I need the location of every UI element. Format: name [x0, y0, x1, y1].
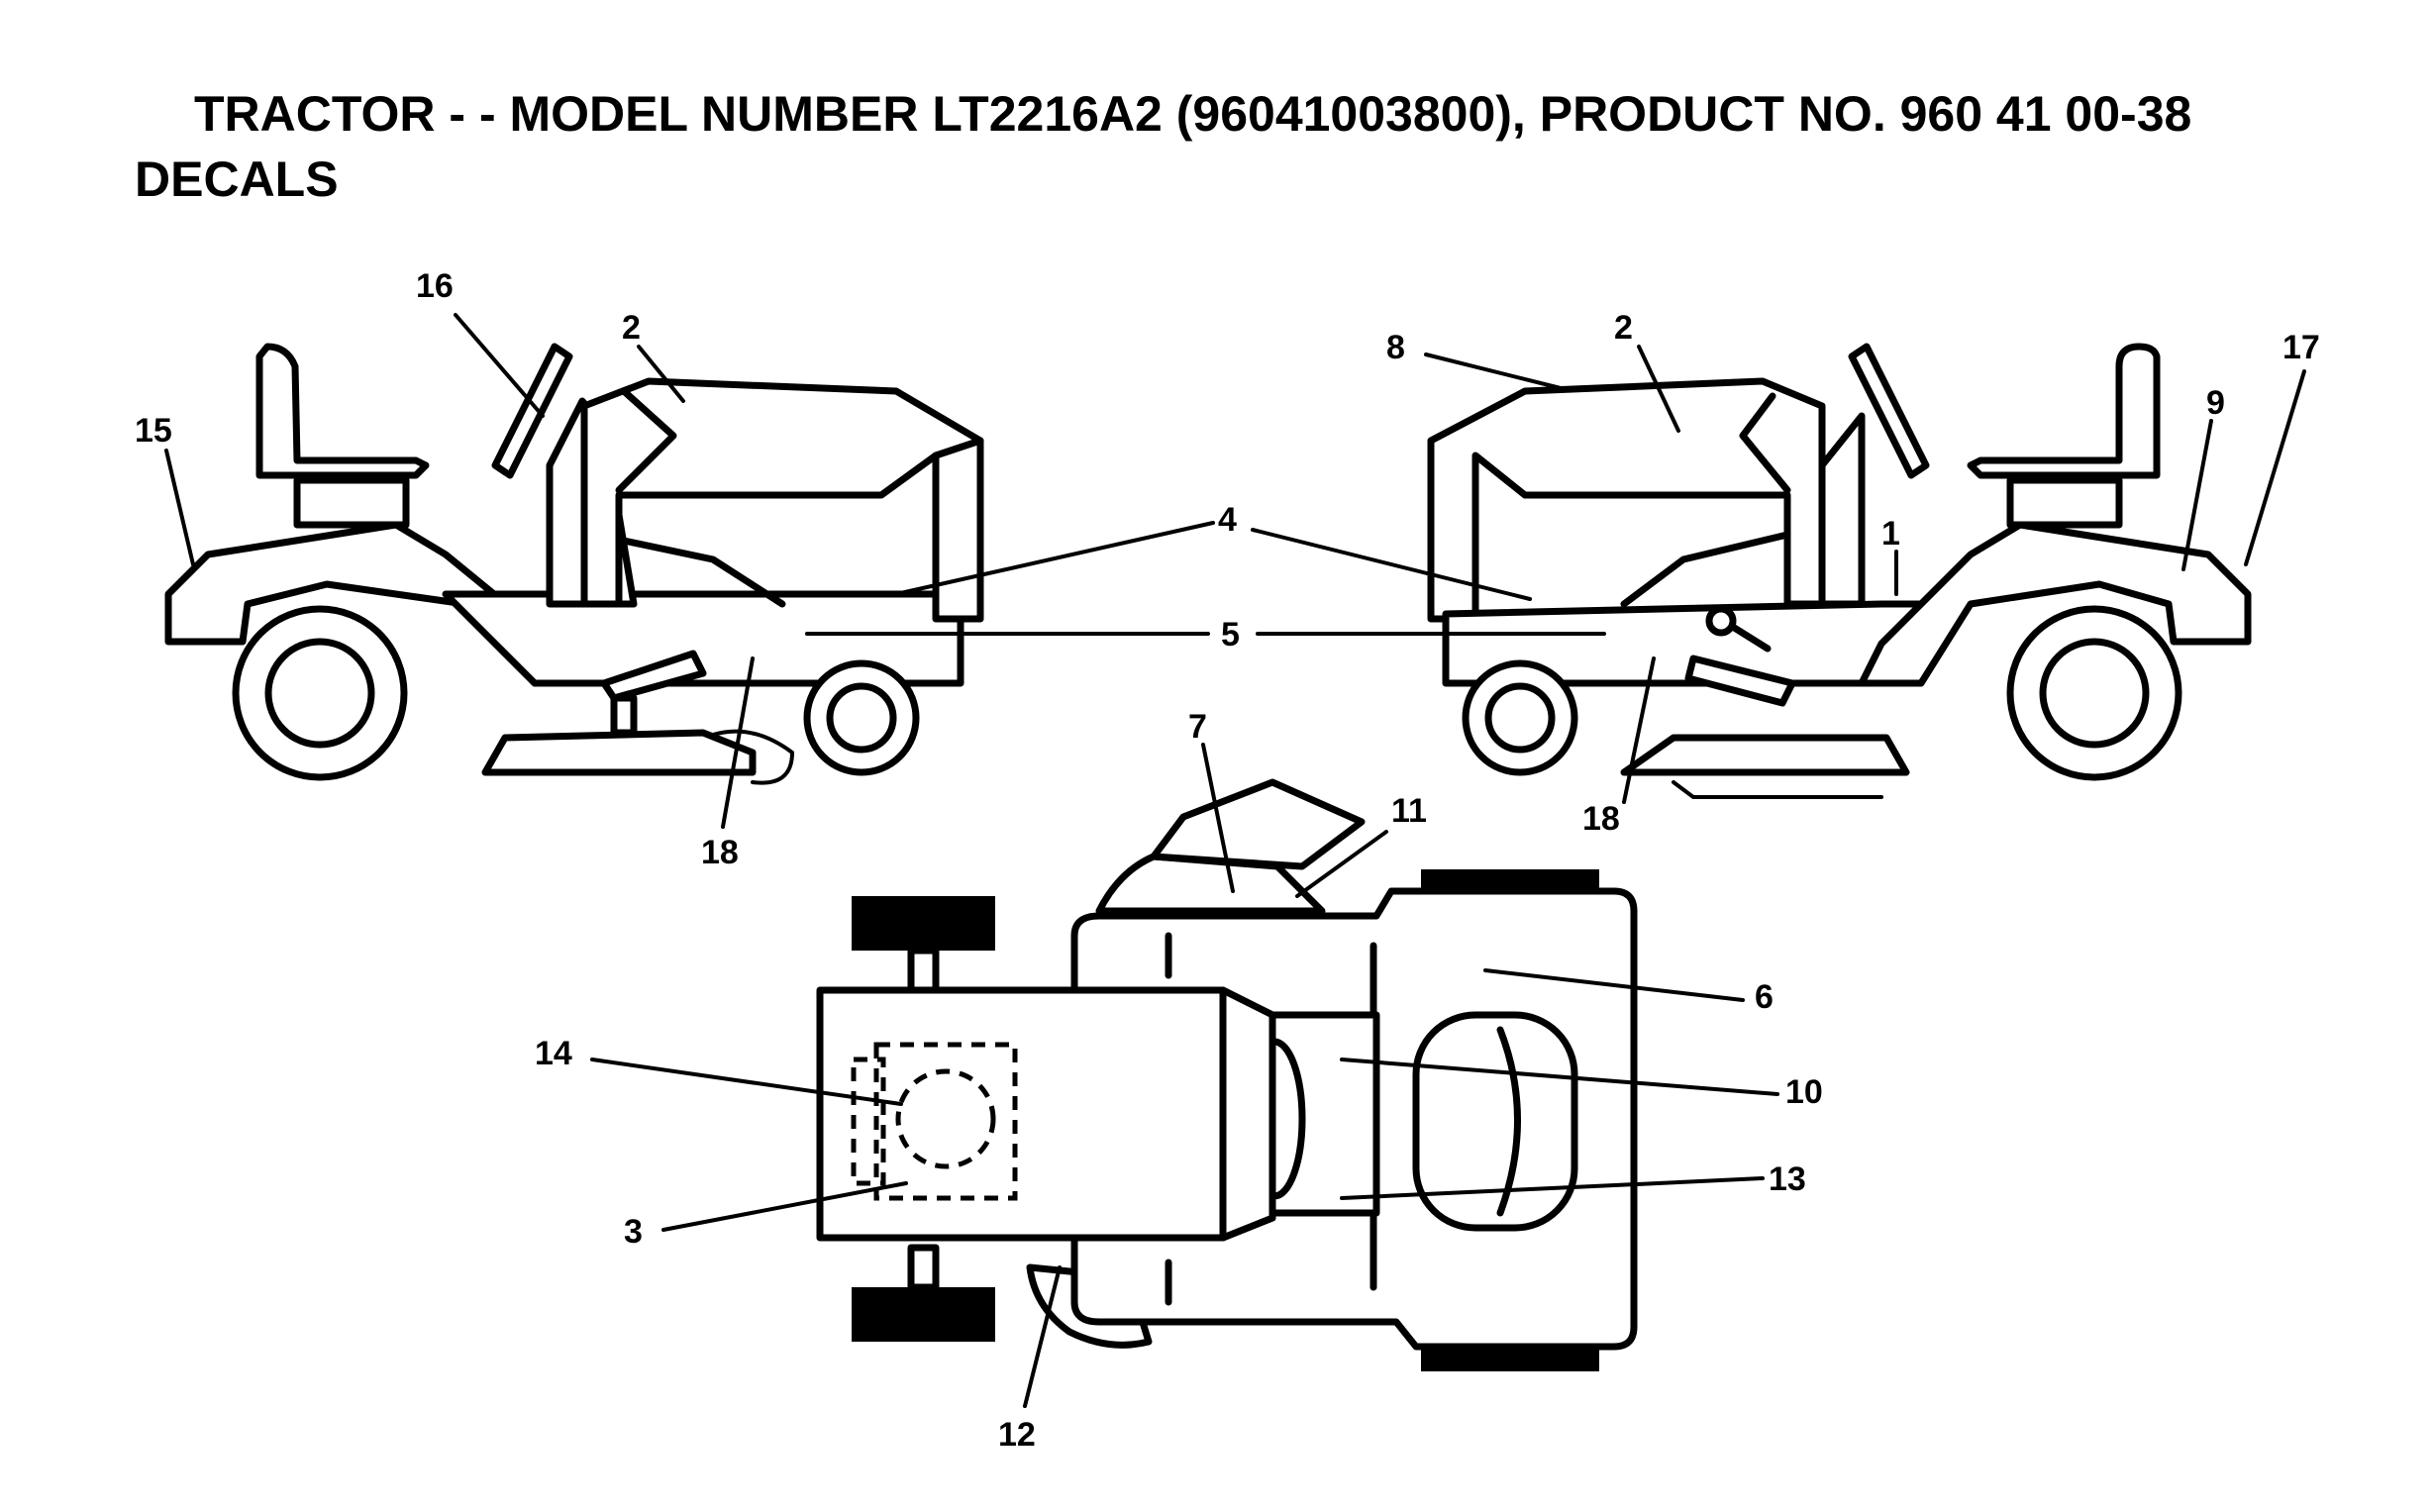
leader-15-left	[164, 449, 195, 566]
hood-side-line-left	[615, 536, 786, 608]
leader-4-left	[894, 521, 1215, 596]
callout-1-right: 1	[1881, 515, 1900, 553]
callout-5: 5	[1221, 616, 1240, 654]
leader-17-right	[2244, 369, 2306, 566]
callout-9-right: 9	[2206, 384, 2225, 422]
callout-2-right: 2	[1614, 309, 1633, 347]
deck-cable-left	[711, 729, 795, 785]
front-hub-right	[1484, 682, 1556, 754]
leader-10-top	[1340, 1058, 1779, 1096]
front-hub-left	[826, 682, 897, 754]
callout-10-top: 10	[1785, 1073, 1823, 1111]
callout-6-top: 6	[1755, 978, 1774, 1016]
callout-18-right: 18	[1582, 800, 1620, 838]
steering-wheel-left	[491, 343, 573, 479]
front-axle-lower	[907, 1244, 940, 1291]
callout-13-top: 13	[1769, 1160, 1806, 1198]
grille-line-left	[932, 437, 984, 459]
leader-9-right	[2181, 419, 2213, 571]
seat-base-right	[2006, 476, 2123, 529]
callout-numbers: 16 2 15 4 5 18 8 2 17 9 1 18 7 11 6 14 1…	[135, 267, 2320, 1454]
battery-tab-top	[851, 1057, 886, 1186]
tractor-right-side-view	[1427, 343, 2252, 799]
seat-top	[1412, 1011, 1578, 1232]
callout-15-left: 15	[135, 412, 172, 450]
front-axle-upper	[907, 947, 940, 994]
mower-deck-right	[1620, 734, 1910, 776]
callout-12-top: 12	[998, 1416, 1036, 1454]
hood-left	[580, 377, 984, 623]
callout-16-left: 16	[416, 267, 454, 305]
leader-2-left	[637, 345, 685, 403]
callout-2-left: 2	[622, 309, 641, 347]
battery-area-top	[873, 1042, 1018, 1201]
seat-left	[255, 343, 430, 479]
leader-4-right	[1251, 528, 1532, 601]
callout-8-right: 8	[1386, 329, 1405, 366]
callout-18-left: 18	[701, 834, 739, 871]
hood-top	[816, 986, 1276, 1242]
diagram-subtitle: DECALS	[135, 151, 339, 207]
leader-2-right	[1637, 345, 1680, 433]
seat-right	[1967, 343, 2161, 479]
callout-leaders	[164, 313, 2306, 1408]
pedal-right	[1684, 655, 1796, 707]
dash-tower-right	[1818, 412, 1866, 608]
rear-hub-left	[264, 638, 375, 749]
tractor-left-side-view	[164, 343, 984, 785]
leader-14-top	[590, 1058, 903, 1106]
leader-3-top	[661, 1181, 908, 1232]
leader-7-top	[1201, 743, 1235, 893]
leader-8-right	[1424, 353, 1567, 391]
front-tire-top-lower	[852, 1287, 995, 1342]
seat-base-left	[293, 476, 410, 529]
hood-edge-right	[1739, 392, 1791, 494]
leader-6-top	[1483, 968, 1745, 1002]
deck-cable-right	[1672, 780, 1883, 799]
callout-11-top: 11	[1391, 792, 1427, 830]
callout-17-right: 17	[2282, 329, 2320, 366]
pedal-left	[600, 650, 707, 702]
callout-7-top: 7	[1188, 708, 1207, 746]
rear-hub-right	[2039, 638, 2150, 749]
lift-lever-knob-right	[1705, 605, 1737, 637]
leader-13-top	[1340, 1176, 1765, 1200]
hood-nose-top	[1219, 986, 1276, 1242]
rear-fender-right	[1858, 521, 2252, 687]
front-tire-top-upper	[852, 896, 995, 951]
chute-top	[1150, 778, 1366, 870]
diagram-title: TRACTOR - - MODEL NUMBER LT2216A2 (96041…	[194, 86, 2192, 142]
frame-left	[442, 590, 964, 687]
leader-18-left	[721, 656, 755, 829]
leader-16-left	[454, 313, 545, 418]
leader-12-top	[1023, 1265, 1062, 1408]
hood-side-line-right	[1620, 531, 1791, 608]
fuel-cap-top	[895, 1068, 996, 1169]
callout-4: 4	[1218, 501, 1237, 539]
deck-hanger-left	[610, 694, 638, 737]
leader-18-right	[1622, 656, 1656, 804]
rear-tire-top-lower	[1421, 1347, 1599, 1371]
callout-14-top: 14	[535, 1035, 572, 1072]
hood-right	[1427, 377, 1826, 623]
callout-3-top: 3	[624, 1213, 643, 1251]
hood-edge-left	[615, 387, 677, 494]
steering-wheel-right	[1848, 343, 1930, 479]
leader-11-top	[1295, 830, 1388, 898]
mower-deck-left	[481, 729, 757, 776]
